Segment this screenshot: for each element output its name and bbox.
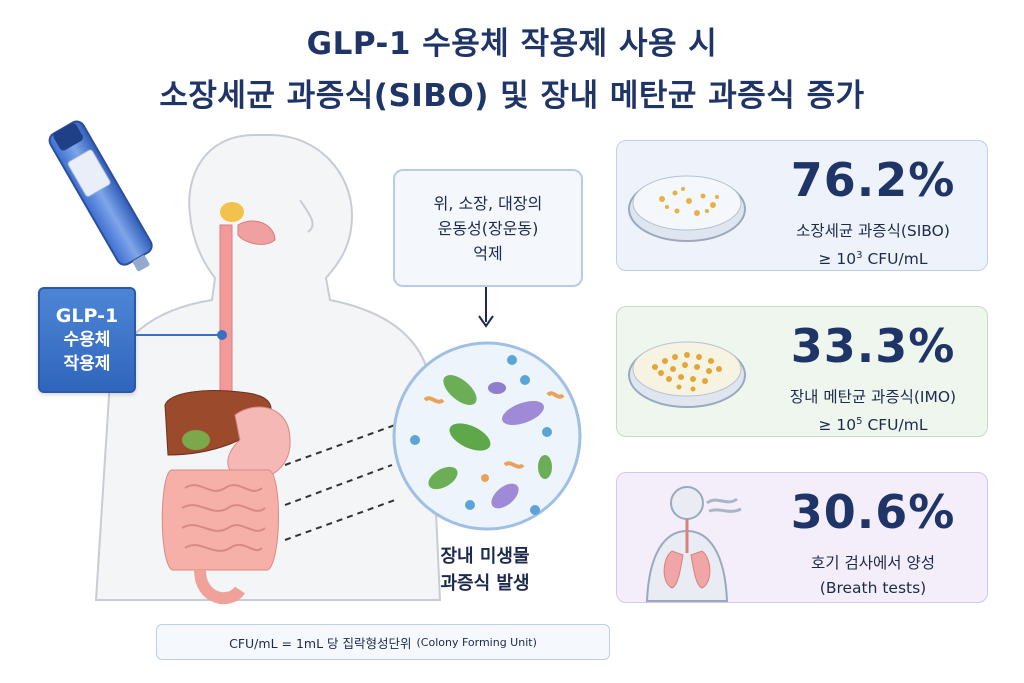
glp-label-line1: GLP-1 xyxy=(55,305,119,327)
stat-label-imo: 장내 메탄균 과증식(IMO) xyxy=(789,388,957,406)
stat-label-sibo: 소장세균 과증식(SIBO) xyxy=(796,222,950,240)
petri-dish-dense-icon xyxy=(628,341,746,408)
overgrowth-caption: 장내 미생물 과증식 발생 xyxy=(380,543,590,597)
footnote-main: CFU/mL = 1mL 당 집락형성단위 xyxy=(229,635,412,651)
overgrowth-line1: 장내 미생물 xyxy=(440,546,530,567)
glp1-agonist-badge: GLP-1 수용체 작용제 xyxy=(38,287,136,393)
stat-card-breath: 30.6% 호기 검사에서 양성 (Breath tests) xyxy=(616,472,988,603)
stat-card-sibo: 76.2% 소장세균 과증식(SIBO) ≥ 103 CFU/mL xyxy=(616,140,988,271)
page-title-line2: 소장세균 과증식(SIBO) 및 장내 메탄균 과증식 증가 xyxy=(159,78,865,114)
page-title-line1: GLP-1 수용체 작용제 사용 시 xyxy=(306,26,718,62)
stat-label-breath: 호기 검사에서 양성 xyxy=(811,554,935,572)
thr-exponent: 3 xyxy=(856,250,863,261)
petri-dish-icon xyxy=(628,175,746,242)
cfu-footnote: CFU/mL = 1mL 당 집락형성단위 (Colony Forming Un… xyxy=(156,624,610,660)
motility-line2: 운동성(장운동) xyxy=(437,218,539,238)
thr-exponent: 5 xyxy=(856,416,863,427)
thr-unit: CFU/mL xyxy=(862,250,928,269)
thr-unit: CFU/mL xyxy=(862,416,928,435)
footnote-paren: (Colony Forming Unit) xyxy=(416,635,537,649)
breath-test-person-icon xyxy=(645,486,742,602)
injector-pen-icon xyxy=(48,120,153,272)
stat-threshold-imo: ≥ 105 CFU/mL xyxy=(757,410,989,437)
stat-threshold-breath: (Breath tests) xyxy=(819,579,927,597)
stat-threshold-sibo: ≥ 103 CFU/mL xyxy=(757,244,989,271)
thr-base: ≥ 10 xyxy=(818,416,857,435)
stat-value-sibo: 76.2% xyxy=(790,153,956,207)
stat-card-imo: 33.3% 장내 메탄균 과증식(IMO) ≥ 105 CFU/mL xyxy=(616,306,988,437)
thr-base: ≥ 10 xyxy=(818,250,857,269)
glp-label-line3: 작용제 xyxy=(63,354,111,374)
motility-line1: 위, 소장, 대장의 xyxy=(433,193,543,213)
glp-label-line2: 수용체 xyxy=(63,330,111,350)
overgrowth-line2: 과증식 발생 xyxy=(440,573,530,594)
stat-value-breath: 30.6% xyxy=(790,485,956,539)
motility-line3: 억제 xyxy=(473,243,503,263)
human-body-illustration xyxy=(48,120,582,605)
microbe-overgrowth-icon xyxy=(392,341,582,531)
motility-suppression-box: 위, 소장, 대장의 운동성(장운동) 억제 xyxy=(393,169,583,287)
stat-value-imo: 33.3% xyxy=(790,319,956,373)
